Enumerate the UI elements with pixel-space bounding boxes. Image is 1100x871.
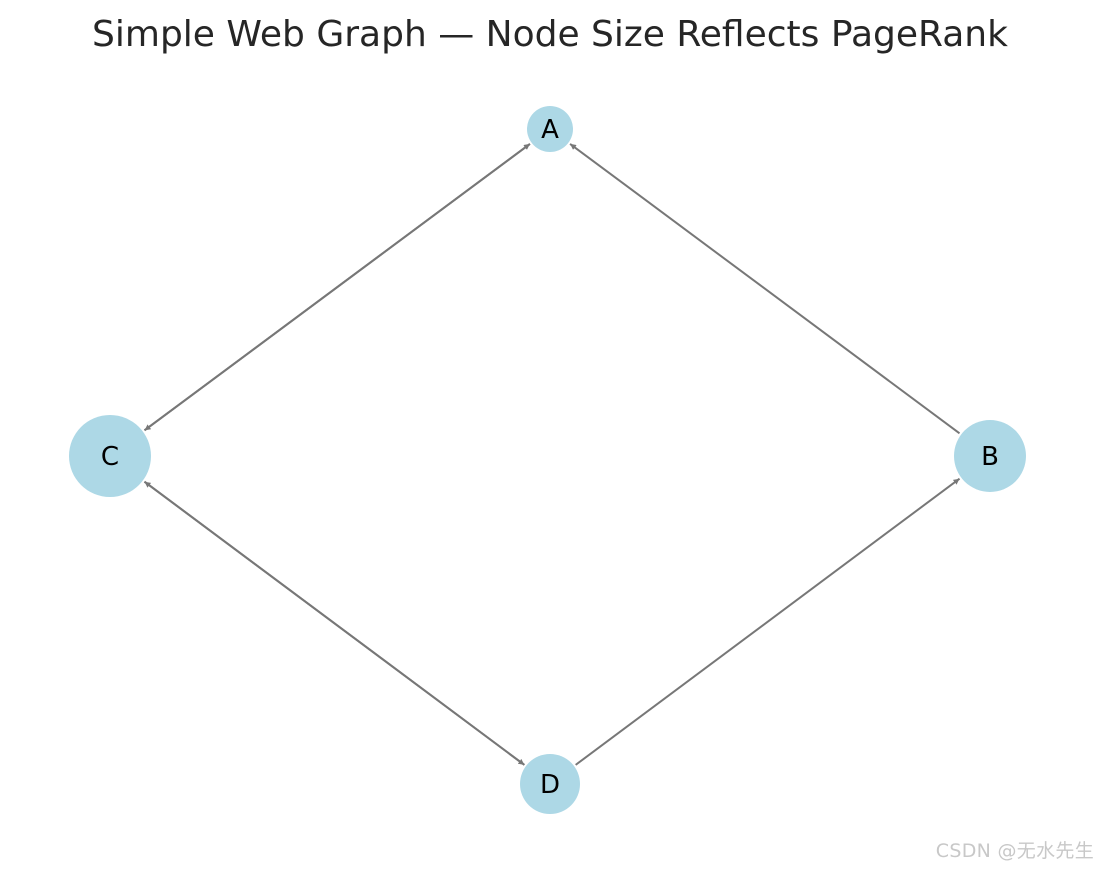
node-c: C — [69, 415, 151, 497]
node-label-d: D — [540, 770, 560, 800]
edge-d-to-c — [143, 480, 525, 766]
node-circle-b — [954, 420, 1026, 492]
edges-layer — [143, 143, 961, 766]
node-label-a: A — [541, 115, 559, 145]
node-circle-c — [69, 415, 151, 497]
node-d: D — [520, 754, 580, 814]
edge-c-to-a — [143, 143, 531, 432]
node-circle-a — [527, 106, 573, 152]
node-circle-d — [520, 754, 580, 814]
edge-d-to-b — [575, 477, 961, 766]
nodes-layer: A B C D — [69, 106, 1026, 814]
watermark-text: CSDN @无水先生 — [935, 840, 1094, 862]
node-b: B — [954, 420, 1026, 492]
node-label-c: C — [101, 442, 119, 472]
edge-b-to-a — [569, 143, 961, 435]
node-a: A — [527, 106, 573, 152]
node-label-b: B — [981, 442, 999, 472]
diagram-title: Simple Web Graph — Node Size Reflects Pa… — [92, 14, 1008, 55]
